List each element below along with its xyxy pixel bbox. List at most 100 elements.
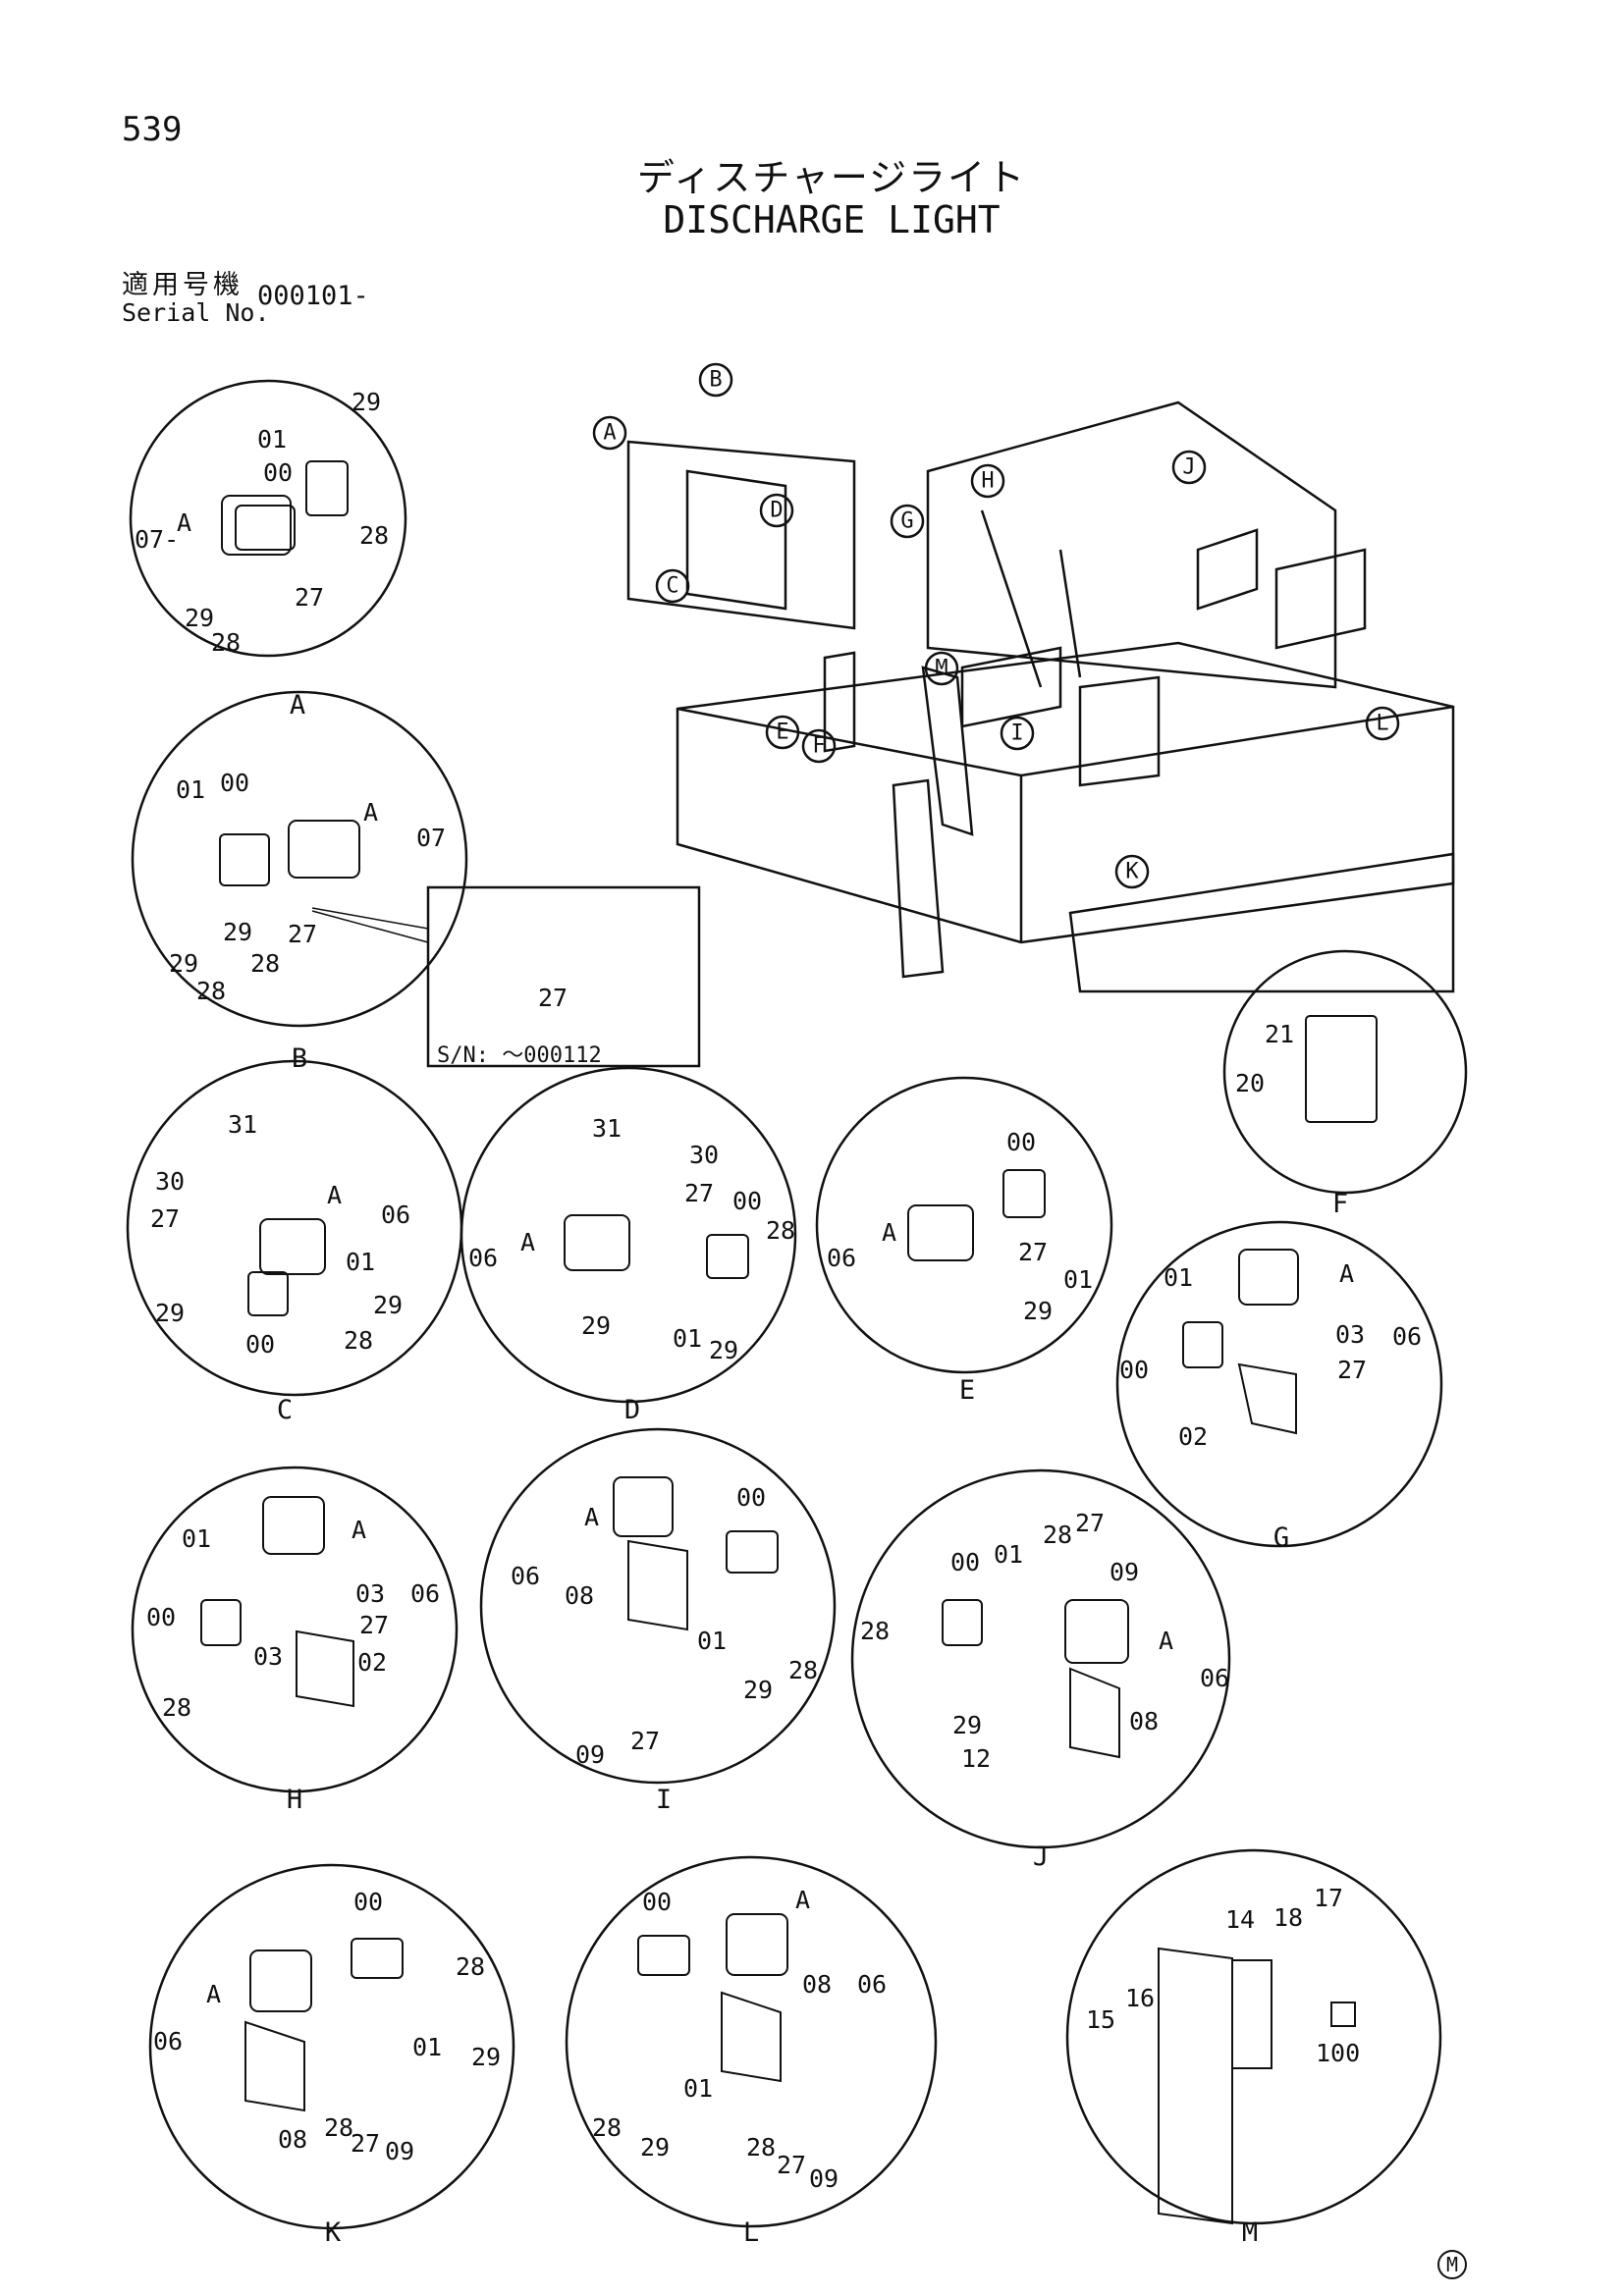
detail-circle-m bbox=[1065, 1848, 1442, 2225]
svg-text:A: A bbox=[882, 1218, 896, 1247]
serial-label-jp: 適用号機 bbox=[122, 270, 244, 300]
svg-text:00: 00 bbox=[245, 1330, 275, 1359]
svg-text:21: 21 bbox=[1265, 1020, 1294, 1048]
svg-text:29: 29 bbox=[185, 604, 214, 632]
svg-text:28: 28 bbox=[359, 521, 389, 550]
svg-text:27: 27 bbox=[351, 2129, 380, 2158]
svg-text:27: 27 bbox=[295, 583, 324, 612]
detail-circle-i bbox=[479, 1427, 837, 1785]
svg-text:12: 12 bbox=[961, 1744, 991, 1773]
svg-text:00: 00 bbox=[263, 458, 293, 487]
svg-text:06: 06 bbox=[827, 1244, 856, 1272]
svg-text:100: 100 bbox=[1316, 2039, 1360, 2067]
svg-text:03: 03 bbox=[253, 1642, 283, 1671]
detail-circle-d bbox=[460, 1066, 797, 1404]
svg-text:28: 28 bbox=[746, 2133, 776, 2162]
svg-text:J: J bbox=[1033, 1842, 1049, 1872]
svg-text:D: D bbox=[624, 1395, 640, 1425]
svg-text:29: 29 bbox=[169, 949, 198, 978]
title-english: DISCHARGE LIGHT bbox=[663, 198, 1001, 241]
svg-text:01: 01 bbox=[1164, 1263, 1193, 1292]
svg-text:06: 06 bbox=[153, 2027, 183, 2056]
svg-text:L: L bbox=[743, 2217, 759, 2248]
svg-text:09: 09 bbox=[385, 2137, 414, 2165]
svg-text:A: A bbox=[1159, 1627, 1173, 1655]
svg-text:D: D bbox=[770, 499, 783, 523]
svg-text:29: 29 bbox=[155, 1299, 185, 1327]
svg-text:01: 01 bbox=[683, 2074, 713, 2103]
detail-circle-b bbox=[131, 690, 468, 1028]
detail-circle-e bbox=[815, 1076, 1113, 1374]
svg-text:00: 00 bbox=[146, 1603, 176, 1631]
svg-text:C: C bbox=[277, 1395, 293, 1425]
svg-text:28: 28 bbox=[766, 1216, 795, 1245]
svg-text:15: 15 bbox=[1086, 2005, 1115, 2034]
svg-text:I: I bbox=[656, 1785, 672, 1815]
svg-text:01: 01 bbox=[257, 425, 287, 454]
svg-text:27: 27 bbox=[1075, 1509, 1105, 1537]
svg-text:01: 01 bbox=[346, 1248, 375, 1276]
svg-text:27: 27 bbox=[288, 920, 317, 948]
svg-text:01: 01 bbox=[697, 1627, 727, 1655]
svg-text:G: G bbox=[900, 509, 913, 534]
detail-circle-j bbox=[850, 1468, 1231, 1849]
svg-text:K: K bbox=[325, 2217, 342, 2248]
inset-note: S/N: ～000112 bbox=[437, 1043, 602, 1068]
detail-circle-k bbox=[148, 1863, 515, 2230]
svg-text:C: C bbox=[666, 574, 678, 599]
svg-text:B: B bbox=[709, 368, 722, 393]
svg-text:31: 31 bbox=[228, 1110, 257, 1139]
svg-text:A: A bbox=[177, 508, 191, 537]
svg-text:F: F bbox=[1332, 1189, 1348, 1219]
svg-text:02: 02 bbox=[357, 1648, 387, 1677]
detail-circle-f bbox=[1222, 949, 1468, 1195]
svg-text:28: 28 bbox=[162, 1693, 191, 1722]
svg-text:28: 28 bbox=[456, 1952, 485, 1981]
svg-text:29: 29 bbox=[581, 1311, 611, 1340]
svg-text:09: 09 bbox=[1110, 1558, 1139, 1586]
svg-text:00: 00 bbox=[1006, 1128, 1036, 1156]
svg-text:01: 01 bbox=[994, 1540, 1023, 1569]
svg-text:18: 18 bbox=[1273, 1903, 1303, 1932]
svg-text:08: 08 bbox=[802, 1970, 832, 1999]
svg-text:M: M bbox=[935, 657, 947, 681]
svg-text:J: J bbox=[1182, 455, 1195, 480]
svg-text:28: 28 bbox=[324, 2113, 353, 2142]
svg-text:27: 27 bbox=[777, 2151, 806, 2179]
svg-text:00: 00 bbox=[220, 769, 249, 797]
svg-text:28: 28 bbox=[196, 977, 226, 1005]
svg-text:27: 27 bbox=[684, 1179, 714, 1207]
svg-text:B: B bbox=[292, 1043, 307, 1074]
svg-text:09: 09 bbox=[809, 2164, 839, 2193]
svg-text:G: G bbox=[1273, 1522, 1289, 1553]
svg-text:06: 06 bbox=[1200, 1664, 1229, 1692]
svg-text:06: 06 bbox=[1392, 1322, 1422, 1351]
svg-text:A: A bbox=[363, 798, 378, 827]
svg-text:17: 17 bbox=[1314, 1884, 1343, 1912]
svg-text:06: 06 bbox=[511, 1562, 540, 1590]
svg-text:A: A bbox=[1339, 1259, 1354, 1288]
svg-text:06: 06 bbox=[381, 1201, 410, 1229]
svg-text:I: I bbox=[1010, 721, 1023, 746]
svg-text:29: 29 bbox=[952, 1711, 982, 1739]
svg-text:A: A bbox=[206, 1980, 221, 2008]
svg-text:29: 29 bbox=[640, 2133, 670, 2162]
svg-text:29: 29 bbox=[471, 2043, 501, 2071]
svg-text:00: 00 bbox=[1119, 1356, 1149, 1384]
svg-text:02: 02 bbox=[1178, 1422, 1208, 1451]
svg-text:01: 01 bbox=[176, 775, 205, 804]
svg-text:03: 03 bbox=[355, 1579, 385, 1608]
svg-text:06: 06 bbox=[410, 1579, 440, 1608]
page-number: 539 bbox=[122, 110, 183, 149]
svg-text:03: 03 bbox=[1335, 1320, 1365, 1349]
svg-text:00: 00 bbox=[950, 1548, 980, 1576]
svg-text:28: 28 bbox=[860, 1617, 890, 1645]
svg-text:01: 01 bbox=[412, 2033, 442, 2061]
svg-text:28: 28 bbox=[211, 628, 241, 657]
svg-text:29: 29 bbox=[743, 1676, 773, 1704]
svg-text:07-: 07- bbox=[135, 525, 179, 554]
svg-text:A: A bbox=[327, 1181, 342, 1209]
svg-text:08: 08 bbox=[565, 1581, 594, 1610]
svg-text:27: 27 bbox=[150, 1204, 180, 1233]
